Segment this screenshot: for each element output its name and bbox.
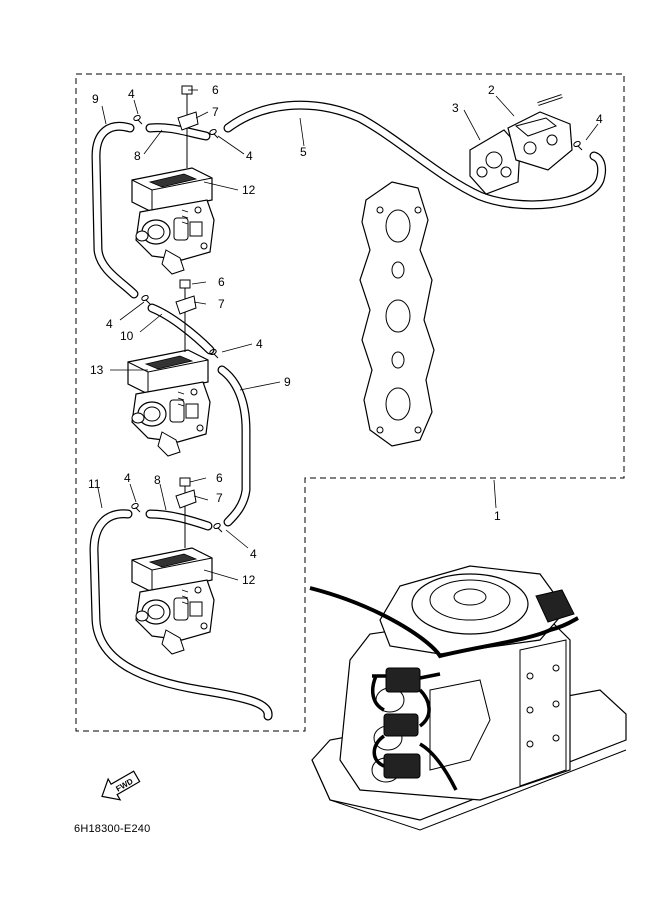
callout-10: 10 bbox=[120, 329, 134, 343]
callout-4: 4 bbox=[256, 337, 263, 351]
callout-6: 6 bbox=[218, 275, 225, 289]
callout-4: 4 bbox=[246, 149, 253, 163]
assembly-boundary bbox=[75, 73, 625, 732]
drawing-code: 6H18300-E240 bbox=[74, 823, 151, 835]
callout-4: 4 bbox=[596, 112, 603, 126]
fuel-pump-2 bbox=[507, 94, 573, 171]
callout-7: 7 bbox=[218, 297, 225, 311]
callout-7: 7 bbox=[216, 491, 223, 505]
callout-labels: 9 4 6 7 8 4 5 3 2 4 12 6 7 4 10 4 13 9 1… bbox=[88, 83, 603, 587]
callout-8: 8 bbox=[154, 473, 161, 487]
callout-5: 5 bbox=[300, 145, 307, 159]
fwd-arrow-icon: FWD bbox=[101, 770, 141, 801]
highlighted-carburetors bbox=[309, 586, 579, 791]
leader-lines bbox=[97, 89, 599, 581]
callout-9: 9 bbox=[284, 375, 291, 389]
callout-13: 13 bbox=[90, 363, 104, 377]
clamp-7-middle bbox=[175, 295, 197, 315]
callout-6: 6 bbox=[216, 471, 223, 485]
callout-6: 6 bbox=[212, 83, 219, 97]
clamp-7-top bbox=[177, 111, 199, 131]
callout-2: 2 bbox=[488, 83, 495, 97]
callout-4: 4 bbox=[128, 87, 135, 101]
carburetor-12-top bbox=[131, 167, 215, 275]
callout-11: 11 bbox=[88, 477, 101, 491]
clamp-7-bottom bbox=[175, 489, 197, 509]
callout-12: 12 bbox=[242, 573, 256, 587]
carburetor-13-middle bbox=[127, 349, 211, 457]
intake-manifold-gasket bbox=[359, 181, 435, 447]
callout-8: 8 bbox=[134, 149, 141, 163]
callout-4: 4 bbox=[124, 471, 131, 485]
engine-illustration bbox=[311, 565, 627, 831]
callout-1: 1 bbox=[494, 509, 501, 523]
screw-6-bottom bbox=[179, 477, 191, 548]
callout-12: 12 bbox=[242, 183, 256, 197]
callout-4: 4 bbox=[250, 547, 257, 561]
screw-6-middle bbox=[179, 279, 191, 352]
callout-7: 7 bbox=[212, 105, 219, 119]
carburetor-12-bottom bbox=[131, 547, 215, 655]
fuel-hose-9-upper bbox=[91, 121, 139, 299]
callout-3: 3 bbox=[452, 101, 459, 115]
callout-4: 4 bbox=[106, 317, 113, 331]
callout-9: 9 bbox=[92, 92, 99, 106]
